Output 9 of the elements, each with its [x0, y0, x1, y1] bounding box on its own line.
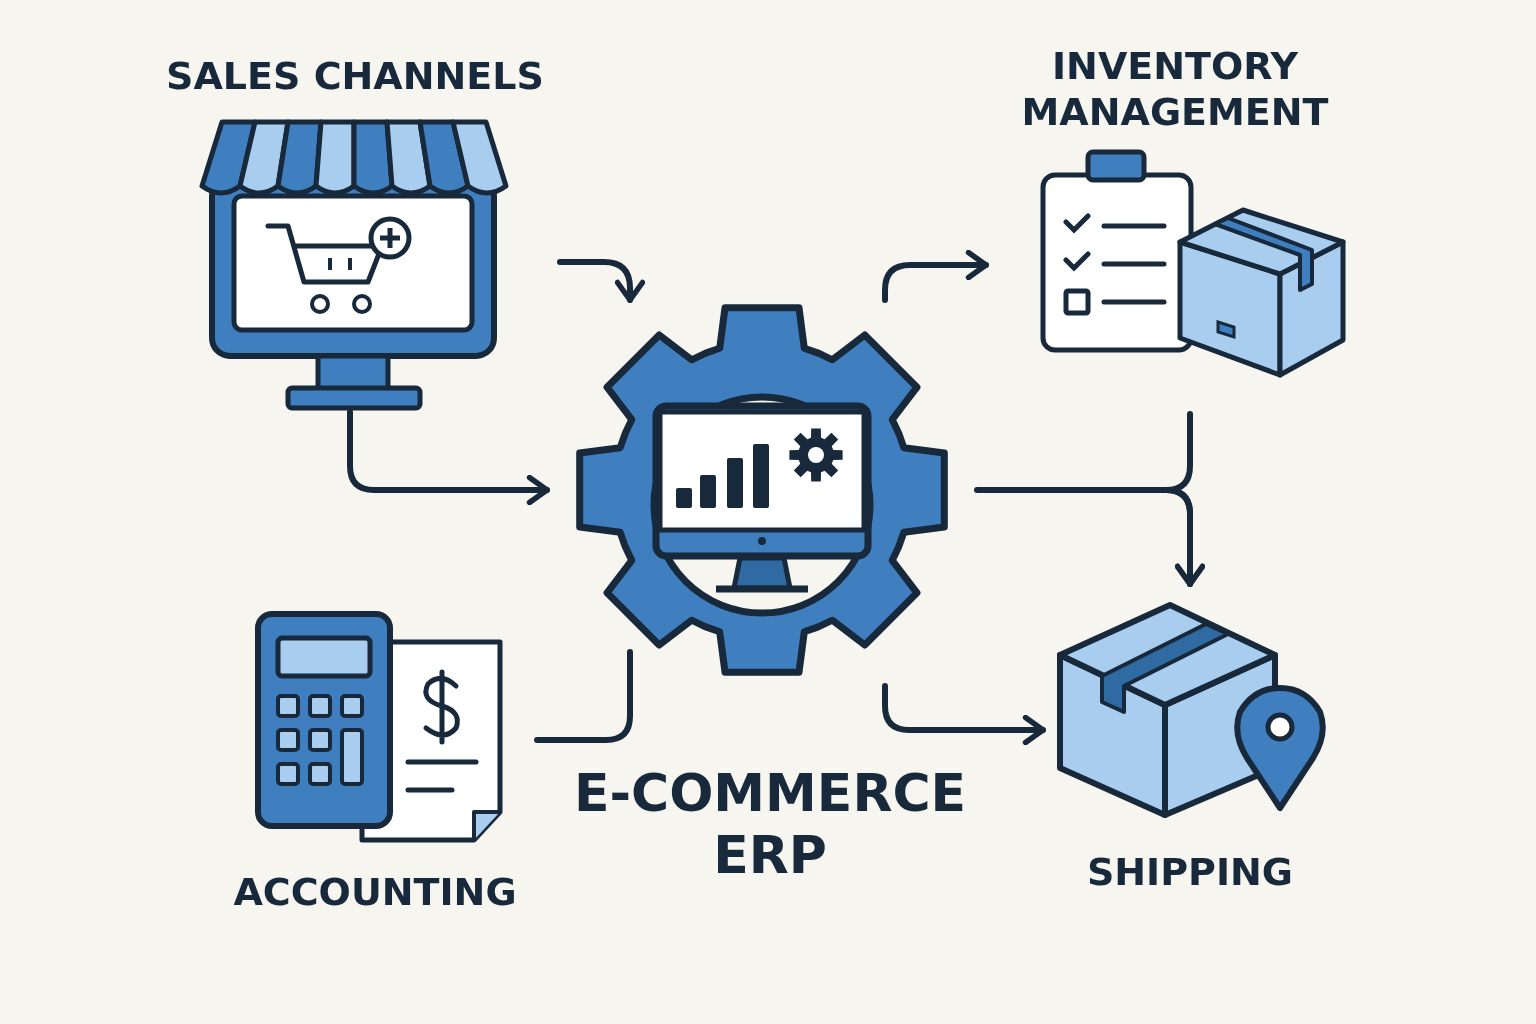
arrow — [557, 259, 646, 303]
arrow — [347, 409, 550, 506]
node-title: E-COMMERCE ERP — [572, 762, 968, 887]
arrow — [882, 683, 1046, 746]
connector-line — [534, 649, 633, 743]
node-title: INVENTORY MANAGEMENT — [1020, 44, 1330, 136]
node-title: SALES CHANNELS — [165, 54, 545, 100]
node-title: SHIPPING — [1085, 850, 1295, 896]
node-title: ACCOUNTING — [232, 870, 518, 916]
